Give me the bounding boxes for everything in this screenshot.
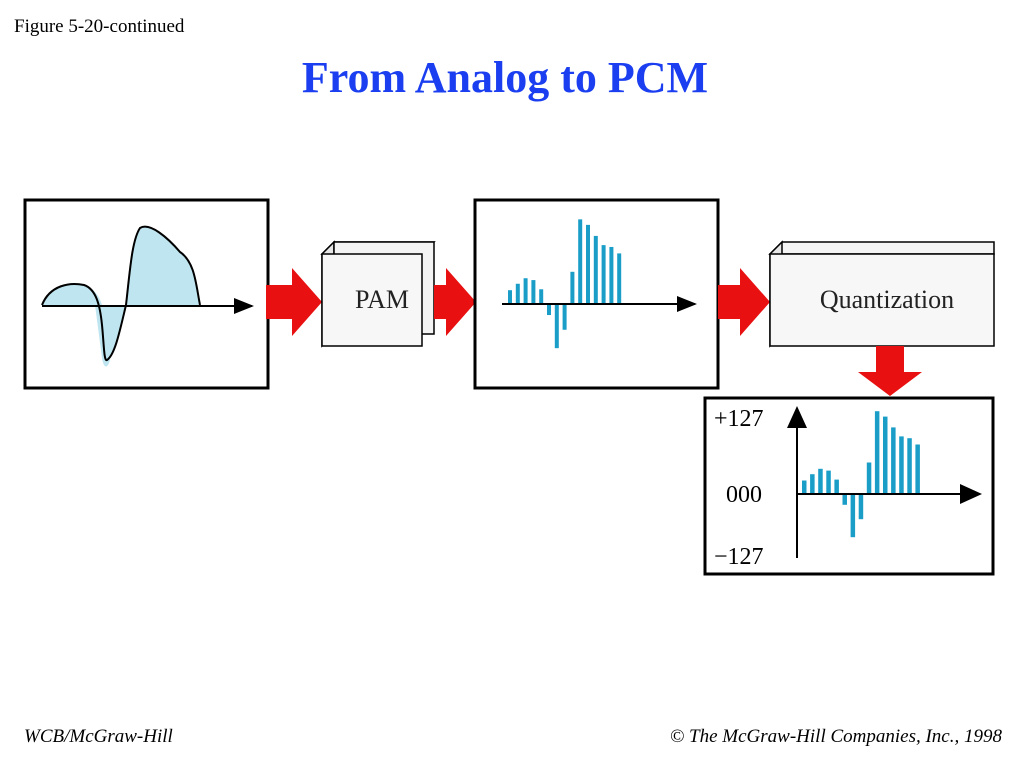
pam-sample-bar-13 bbox=[601, 245, 606, 304]
time-axis-arrowhead bbox=[960, 484, 982, 504]
label-plus-127: +127 bbox=[714, 406, 764, 432]
pam-label: PAM bbox=[355, 285, 409, 314]
arrow-analog-to-pam bbox=[266, 268, 322, 336]
pam-sample-bar-8 bbox=[562, 304, 567, 330]
pam-sample-bar-6 bbox=[547, 304, 551, 316]
quantized-sample-bar-6 bbox=[842, 494, 847, 505]
arrow-pam-to-samples bbox=[434, 268, 476, 336]
pam-sample-bar-15 bbox=[617, 253, 622, 304]
label-zero: 000 bbox=[726, 482, 762, 508]
pam-sample-bar-3 bbox=[523, 278, 528, 304]
pam-sample-bar-14 bbox=[609, 246, 614, 304]
quantized-sample-bar-15 bbox=[915, 444, 920, 494]
footer-publisher: WCB/McGraw-Hill bbox=[24, 726, 173, 747]
pam-sample-bar-7 bbox=[554, 304, 559, 349]
pam-sample-bar-10 bbox=[578, 219, 583, 304]
quantized-samples-panel: +127 000 −127 bbox=[703, 396, 995, 576]
pam-sample-bar-5 bbox=[539, 289, 544, 304]
quantization-block: Quantization bbox=[768, 240, 995, 348]
pam-sample-bar-1 bbox=[508, 290, 512, 304]
pam-block: PAM bbox=[320, 240, 436, 348]
copyright-text: The McGraw-Hill Companies, Inc., 1998 bbox=[689, 726, 1002, 747]
footer-copyright: © The McGraw-Hill Companies, Inc., 1998 bbox=[670, 726, 1002, 748]
pam-sample-bar-2 bbox=[515, 283, 520, 304]
quantized-sample-bar-2 bbox=[810, 474, 815, 494]
quantized-sample-bar-13 bbox=[899, 436, 904, 494]
quantized-sample-bars bbox=[802, 411, 920, 538]
arrow-samples-to-quantization bbox=[718, 268, 770, 336]
quantized-sample-bar-5 bbox=[834, 479, 839, 494]
quantized-sample-bar-1 bbox=[802, 480, 807, 494]
pam-sample-bar-11 bbox=[586, 224, 590, 304]
pam-sample-bar-12 bbox=[593, 235, 598, 304]
analog-wave-curve bbox=[41, 225, 201, 362]
copyright-symbol: © bbox=[669, 726, 685, 747]
quantized-sample-bar-7 bbox=[850, 494, 856, 538]
quantized-sample-bar-10 bbox=[874, 411, 880, 494]
pam-sample-bar-4 bbox=[531, 280, 536, 304]
quantized-sample-bar-4 bbox=[826, 470, 831, 494]
quantized-sample-bar-12 bbox=[891, 427, 896, 494]
analog-signal-panel bbox=[23, 198, 270, 390]
value-axis-arrowhead bbox=[787, 406, 807, 428]
quantized-sample-bar-8 bbox=[858, 494, 864, 520]
page-title: From Analog to PCM bbox=[301, 53, 709, 102]
analog-wave-pos2-fill bbox=[126, 226, 200, 305]
quantized-sample-bar-9 bbox=[866, 462, 872, 494]
figure-label: Figure 5-20-continued bbox=[14, 16, 185, 37]
label-minus-127: −127 bbox=[714, 544, 764, 570]
quantized-sample-bar-14 bbox=[907, 438, 912, 494]
arrow-quantization-down bbox=[858, 346, 922, 396]
analog-wave-neg-fill bbox=[100, 305, 126, 360]
pam-samples-panel bbox=[473, 198, 720, 390]
pam-sample-bars bbox=[508, 219, 622, 349]
pam-sample-bar-9 bbox=[570, 271, 575, 304]
quantized-sample-bar-11 bbox=[883, 416, 888, 494]
quantization-label: Quantization bbox=[820, 285, 954, 314]
quantized-sample-bar-3 bbox=[818, 468, 823, 494]
